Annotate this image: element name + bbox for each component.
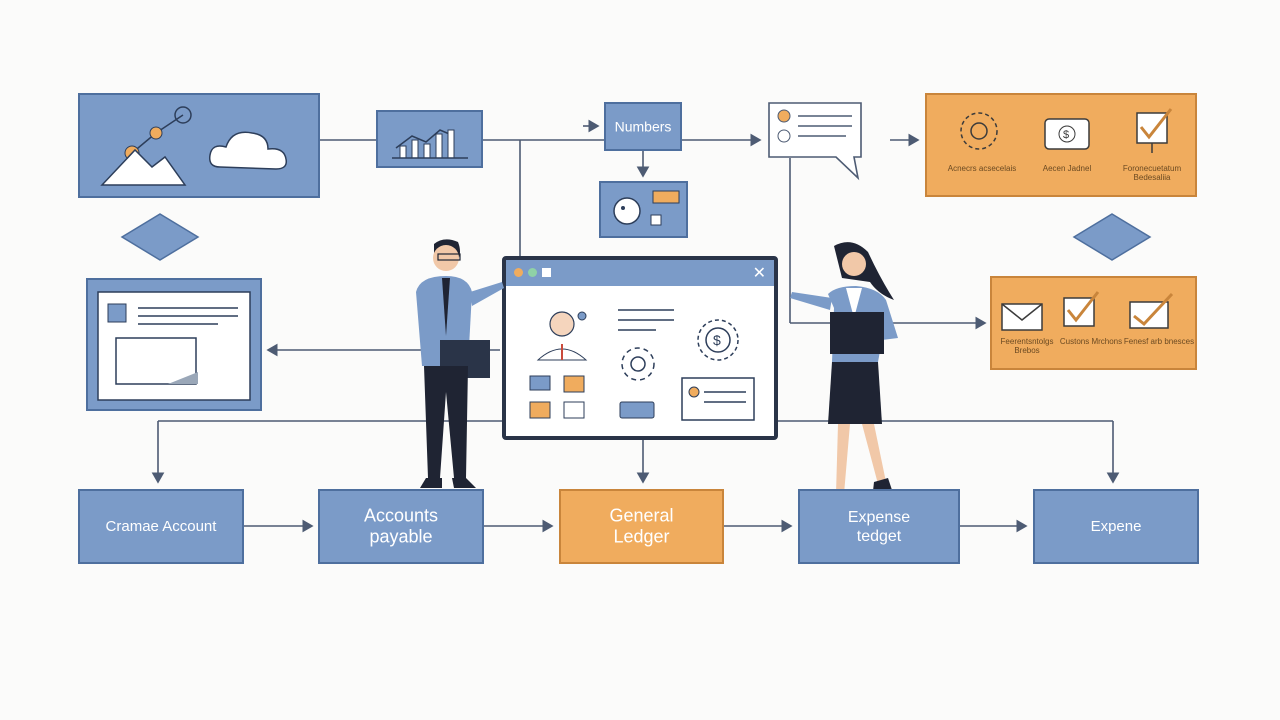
window-content-icons: $: [529, 309, 755, 421]
expene-box: Expene: [1033, 489, 1199, 564]
expene-label: Expene: [1090, 517, 1142, 535]
close-icon[interactable]: ✕: [752, 263, 766, 282]
communications-label-3: Fenesf arb bnesces: [1123, 337, 1195, 346]
window-dot-orange: [514, 268, 523, 277]
app-window: ✕ $: [502, 256, 778, 440]
message-bubble-icon: [768, 102, 862, 181]
numbers-box: Numbers: [604, 102, 682, 151]
businessman-figure: [416, 239, 504, 488]
cramae-account-box: Cramae Account: [78, 489, 244, 564]
reports-label-2: Aecen Jadnel: [1042, 164, 1092, 173]
bar-chart-box: [376, 110, 483, 168]
document-icon: [97, 291, 251, 401]
communications-label-2: Custons Mrchons: [1059, 337, 1123, 346]
decision-diamond-left: [120, 213, 200, 261]
cloud-data-box: [78, 93, 320, 198]
mountain-cloud-icon: [100, 106, 288, 186]
reports-box: $ Acnecrs acsecelais Aecen Jadnel Forone…: [925, 93, 1197, 197]
window-dot-green: [528, 268, 537, 277]
communications-icons: [1001, 291, 1174, 331]
svg-text:$: $: [713, 332, 721, 348]
decision-diamond-right: [1072, 213, 1152, 261]
payment-box: [599, 181, 688, 238]
numbers-label: Numbers: [614, 118, 672, 135]
svg-text:$: $: [1063, 129, 1069, 141]
reports-label-1: Acnecrs acsecelais: [947, 164, 1017, 173]
bar-chart-icon: [392, 129, 468, 159]
reports-icons: $: [960, 108, 1173, 153]
payment-card-icon: [613, 190, 680, 226]
cramae-account-label: Cramae Account: [105, 517, 217, 535]
window-titlebar: ✕: [506, 260, 774, 286]
document-box: [86, 278, 262, 411]
businesswoman-figure: [790, 242, 898, 502]
window-dot-white: [542, 268, 551, 277]
